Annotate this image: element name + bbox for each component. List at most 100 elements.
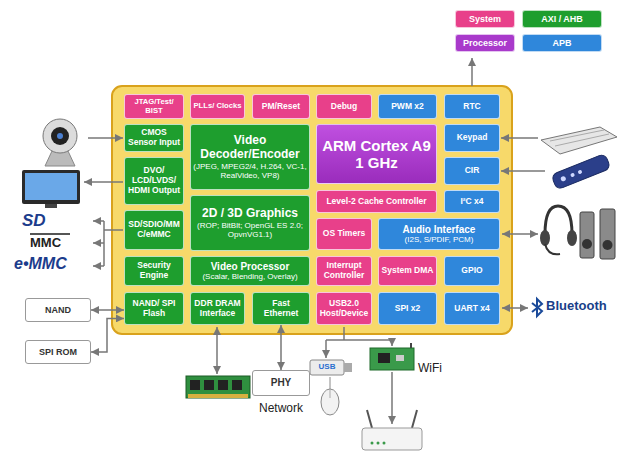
block-title: PLLs/ Clocks xyxy=(193,102,242,111)
output-arrow xyxy=(471,58,473,86)
legend-text: AXI / AHB xyxy=(541,14,583,24)
soc-block: PM/Reset xyxy=(252,94,310,119)
block-title: ARM Cortex A9 xyxy=(319,137,434,154)
router-icon xyxy=(362,410,422,450)
block-title: Security Engine xyxy=(127,261,181,281)
soc-block: Debug xyxy=(316,94,372,119)
keypad-arrow xyxy=(501,137,538,139)
ir-arrow xyxy=(501,170,545,172)
block-title: SPI x2 xyxy=(381,304,434,314)
block-title: System DMA xyxy=(381,266,434,276)
soc-block: CMOS Sensor Input xyxy=(124,124,184,152)
headset-icon xyxy=(540,206,577,254)
keyboard-icon xyxy=(541,127,617,154)
block-title: Audio Interface xyxy=(381,224,497,236)
block-title: Level-2 Cache Controller xyxy=(319,197,434,207)
legend-text: System xyxy=(469,14,501,24)
soc-block: GPIO xyxy=(444,256,500,286)
soc-block: UART x4 xyxy=(444,292,500,325)
block-title: USB2.0 Host/Device xyxy=(319,299,369,319)
uart-arrow xyxy=(502,307,528,309)
soc-block: Interrupt Controller xyxy=(316,256,372,286)
soc-block: DDR DRAM Interface xyxy=(190,292,245,325)
block-title: GPIO xyxy=(447,266,497,276)
block-title: SD/SDIO/MMC/eMMC xyxy=(127,220,181,240)
soc-block: Video Decoder/Encoder(JPEG, MPEG2/4, H.2… xyxy=(190,124,310,190)
soc-block: Security Engine xyxy=(124,256,184,286)
webcam-icon xyxy=(43,119,77,166)
block-title: NAND xyxy=(28,305,88,315)
chip-outline xyxy=(112,86,512,334)
block-title: JTAG/Test/ BIST xyxy=(127,98,181,116)
callout-label: WiFi xyxy=(418,362,458,376)
connector xyxy=(91,318,124,352)
block-title: NAND/ SPI Flash xyxy=(127,299,181,319)
block-detail: (I2S, S/PDIF, PCM) xyxy=(381,235,497,244)
soc-block: PLLs/ Clocks xyxy=(190,94,245,119)
processor-block: ARM Cortex A91 GHz xyxy=(316,124,437,184)
soc-block: SD/SDIO/MMC/eMMC xyxy=(124,210,184,250)
soc-block: CIR xyxy=(444,157,500,185)
legend-swatch: System xyxy=(455,10,515,28)
soc-block: Audio Interface(I2S, S/PDIF, PCM) xyxy=(378,218,500,250)
ram-module xyxy=(186,376,250,398)
block-title: Fast Ethernet xyxy=(255,299,307,319)
block-title: DDR DRAM Interface xyxy=(193,299,242,319)
soc-block: DVO/ LCD/LVDS/ HDMI Output xyxy=(124,157,184,205)
usb-stick xyxy=(310,360,352,375)
monitor-icon xyxy=(22,170,80,208)
block-title: Video Decoder/Encoder xyxy=(193,134,307,162)
wifi-card xyxy=(370,343,414,370)
legend-text: Processor xyxy=(463,38,507,48)
soc-block: RTC xyxy=(444,94,500,119)
audio-arrow xyxy=(502,233,538,235)
block-title: UART x4 xyxy=(447,304,497,314)
soc-block: Level-2 Cache Controller xyxy=(316,190,437,213)
block-detail: (ROP; BitBlt; OpenGL ES 2.0; OpvnVG1.1) xyxy=(193,221,307,239)
block-title: RTC xyxy=(447,102,497,112)
block-title: Keypad xyxy=(447,133,497,143)
speaker-icon xyxy=(580,209,615,259)
bluetooth-symbol xyxy=(532,299,542,316)
external-box: NAND xyxy=(25,298,91,322)
block-detail: (JPEG, MPEG2/4, H.264, VC-1, RealVideo, … xyxy=(193,162,307,180)
block-title: I²C x4 xyxy=(447,197,497,207)
legend-swatch: AXI / AHB xyxy=(522,10,602,28)
block-title: Debug xyxy=(319,102,369,112)
block-title: PWM x2 xyxy=(381,102,434,112)
mouse-icon xyxy=(321,377,339,415)
memory-arrow xyxy=(216,327,218,374)
mmc-stripes xyxy=(30,233,70,235)
callout-label: USB xyxy=(311,362,343,371)
callout-label: Network xyxy=(246,402,316,416)
block-title: 2D / 3D Graphics xyxy=(193,207,307,221)
display-arrow xyxy=(84,181,123,183)
block-title: PM/Reset xyxy=(255,102,307,112)
external-box: SPI ROM xyxy=(25,340,91,364)
soc-block: PWM x2 xyxy=(378,94,437,119)
block-detail: 1 GHz xyxy=(319,154,434,171)
block-title: Video Processor xyxy=(193,261,307,273)
soc-block: SPI x2 xyxy=(378,292,437,325)
block-title: PHY xyxy=(255,377,307,389)
soc-block: 2D / 3D Graphics(ROP; BitBlt; OpenGL ES … xyxy=(190,195,310,251)
soc-block: Keypad xyxy=(444,124,500,152)
block-title: CIR xyxy=(447,166,497,176)
legend-swatch: Processor xyxy=(455,34,515,52)
soc-block: System DMA xyxy=(378,256,437,286)
external-box: PHY xyxy=(252,370,310,396)
logo-text: e•MMC xyxy=(14,255,88,273)
connector xyxy=(91,309,124,311)
block-title: CMOS Sensor Input xyxy=(127,128,181,148)
soc-block: Video Processor(Scalar, Blending, Overla… xyxy=(190,256,310,286)
camera-arrow xyxy=(88,137,123,139)
soc-block: JTAG/Test/ BIST xyxy=(124,94,184,119)
card-bus xyxy=(93,221,123,266)
connector xyxy=(280,325,282,370)
block-title: OS Timers xyxy=(319,229,369,239)
block-title: DVO/ LCD/LVDS/ HDMI Output xyxy=(127,166,181,195)
soc-block: USB2.0 Host/Device xyxy=(316,292,372,325)
